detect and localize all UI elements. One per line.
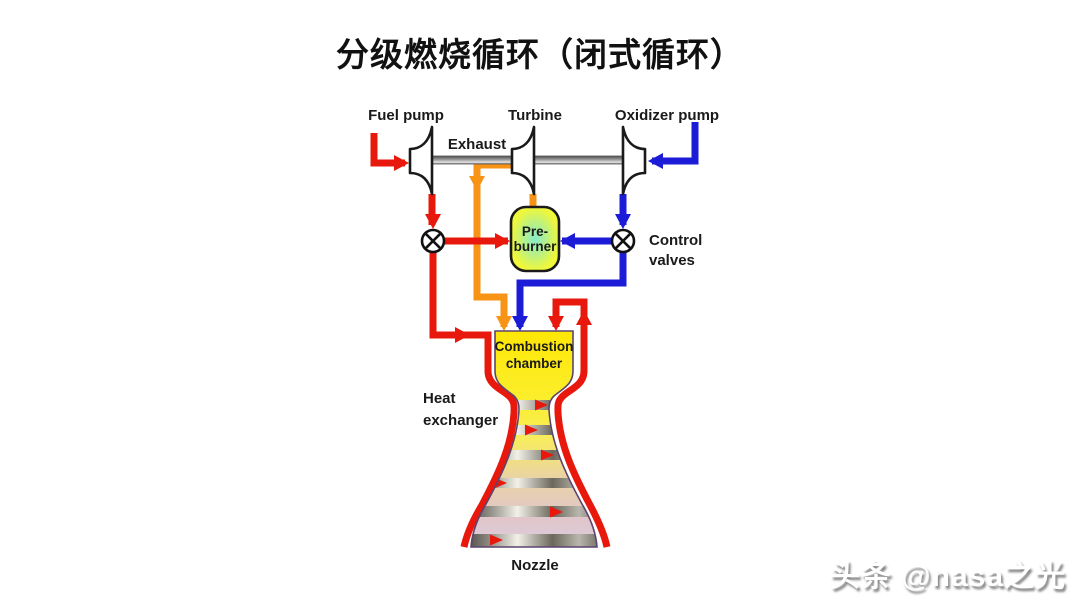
- control-valves-label-line2: valves: [649, 252, 695, 269]
- watermark: 头条 @nasa之光: [830, 560, 1066, 593]
- oxidizer-preburner-arrow: [560, 233, 575, 249]
- preburner-label-line2: burner: [514, 239, 558, 254]
- heat-exchanger-label-line1: Heat: [423, 390, 456, 407]
- band-flow-arrows: [490, 399, 563, 546]
- oxidizer-inlet-arrow: [648, 153, 663, 169]
- fuel-control-valve: [420, 228, 446, 254]
- fuel-pump-symbol: [408, 125, 434, 196]
- turbine-label: Turbine: [508, 107, 562, 124]
- oxidizer-control-valve: [610, 228, 636, 254]
- chamber-nozzle-body: [471, 331, 597, 547]
- exhaust-into-chamber-arrow: [496, 316, 512, 331]
- page-title: 分级燃烧循环（闭式循环）: [336, 36, 744, 73]
- fuel-valve-arrow: [425, 214, 441, 229]
- nozzle-label: Nozzle: [511, 557, 559, 574]
- fuel-to-jacket-left: [429, 252, 518, 548]
- exhaust-label: Exhaust: [448, 136, 506, 153]
- fuel-chamber-arrow: [548, 316, 564, 331]
- heat-exchanger-label-line2: exchanger: [423, 412, 498, 429]
- jacket-right-return-loop: [552, 298, 611, 548]
- turbine-symbol: [510, 125, 536, 196]
- control-valves-label-line1: Control: [649, 232, 702, 249]
- preburner-label-line1: Pre-: [522, 224, 548, 239]
- jacket-up-arrow: [576, 310, 592, 325]
- fuel-jacket-arrow: [455, 327, 470, 343]
- combustion-chamber-label-line1: Combustion: [495, 339, 574, 354]
- preburner-box: [509, 205, 561, 273]
- oxidizer-pump-label: Oxidizer pump: [615, 107, 719, 124]
- fuel-pump-label: Fuel pump: [368, 107, 444, 124]
- oxidizer-valve-arrow: [615, 214, 631, 229]
- combustion-chamber-label-line2: chamber: [506, 356, 563, 371]
- fuel-inlet-arrow: [394, 155, 409, 171]
- oxidizer-chamber-arrow: [512, 316, 528, 331]
- nozzle-outline: [470, 330, 598, 548]
- oxidizer-pump-symbol: [621, 125, 647, 196]
- fuel-preburner-arrow: [495, 233, 510, 249]
- exhaust-down-arrow: [469, 176, 485, 191]
